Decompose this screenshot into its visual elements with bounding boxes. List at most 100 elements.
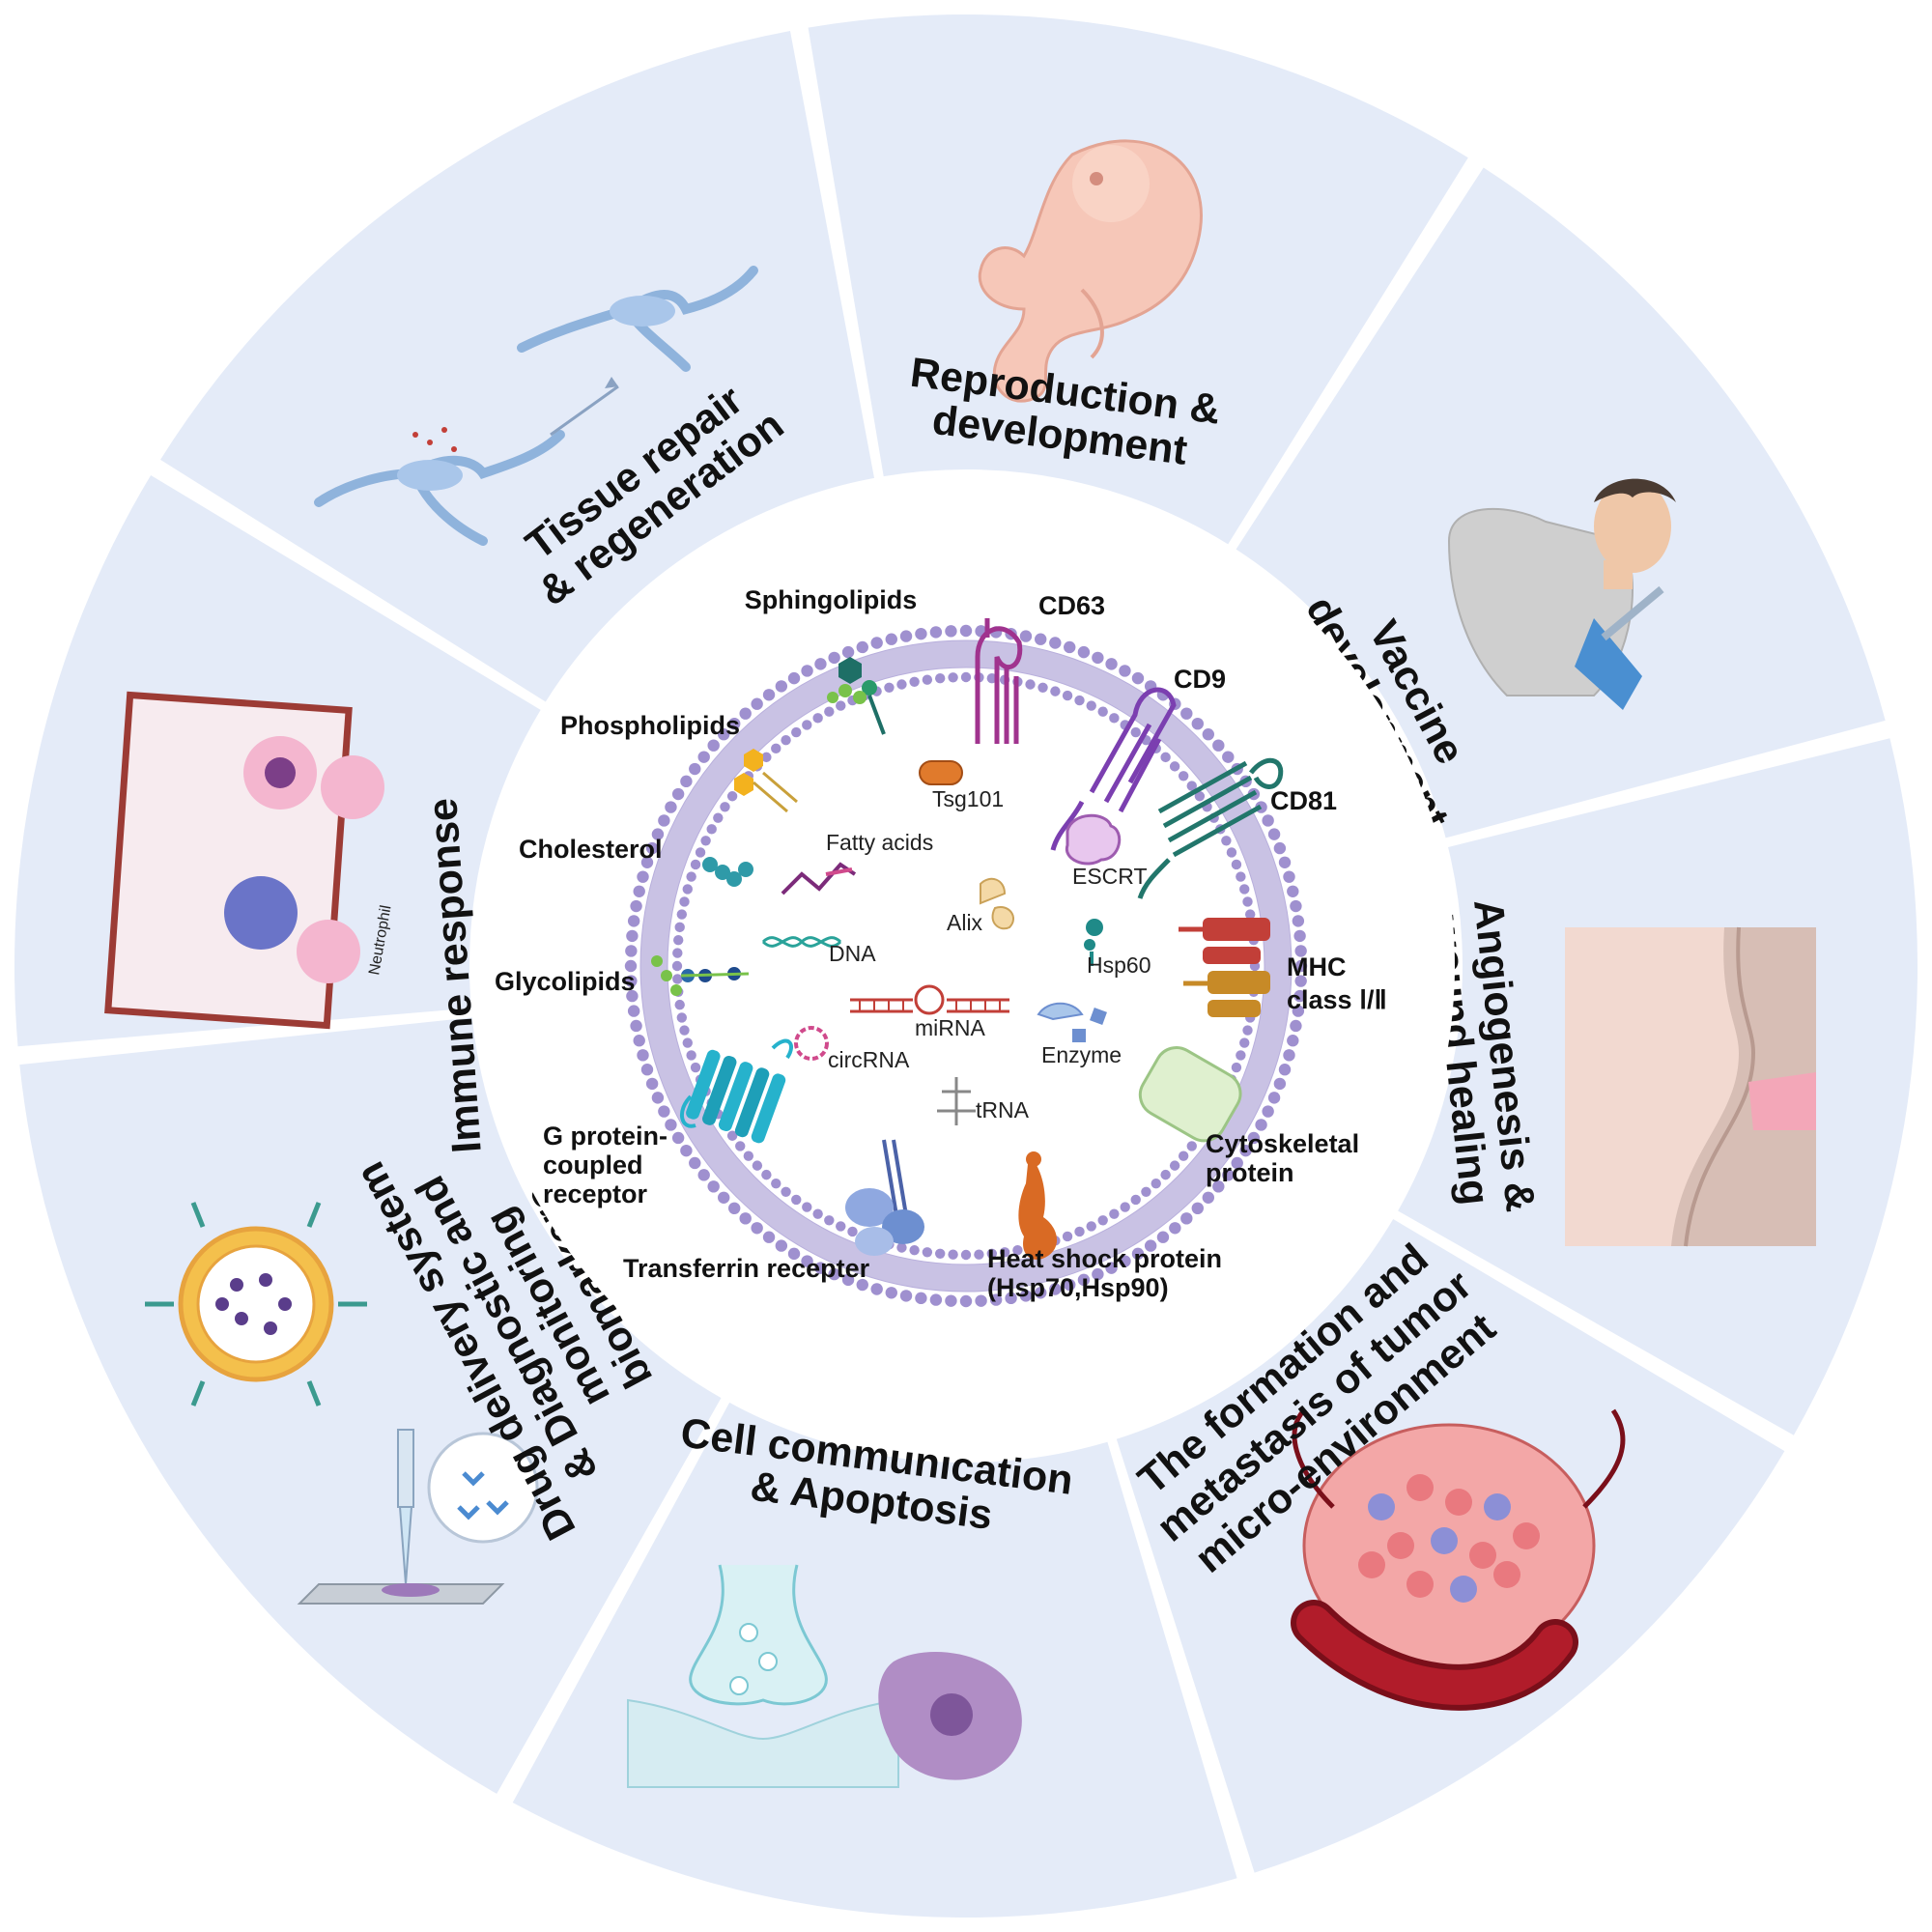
lipid-head [1178, 771, 1189, 781]
lipid-head [929, 626, 943, 639]
lipid-head [695, 847, 706, 858]
lipid-head [1267, 1092, 1281, 1104]
enzyme-icon [1037, 1002, 1107, 1042]
liposome-icon [145, 1202, 367, 1406]
gpcr-protein [680, 1038, 793, 1144]
tumor-cell [1406, 1474, 1434, 1501]
embryo-icon [978, 139, 1203, 403]
lipid-head [836, 700, 846, 711]
alix-icon [980, 877, 1014, 930]
lipid-head [812, 713, 823, 724]
lipid-head [814, 1262, 827, 1274]
tumor-cell [1484, 1493, 1511, 1520]
lipid-head [836, 1221, 846, 1232]
lipid-head [1169, 1160, 1180, 1171]
lipid-head [787, 671, 801, 685]
tumor-cell [1450, 1576, 1477, 1603]
escrt-icon [1065, 813, 1122, 866]
lipid-head [1019, 1290, 1033, 1302]
lipid-head [624, 959, 638, 973]
lipid-head [896, 1242, 907, 1253]
lipid-head [1109, 713, 1120, 724]
lipid-head [909, 1244, 920, 1256]
lipid-head [1294, 975, 1307, 987]
lipid-head [627, 915, 640, 927]
lipid-head [1049, 637, 1062, 649]
label-cytoskeletal: protein [1206, 1158, 1294, 1187]
lipid-head [847, 1226, 858, 1237]
lipid-head [814, 658, 827, 670]
label-enzyme: Enzyme [1041, 1042, 1122, 1067]
lipid-head [1292, 1005, 1305, 1017]
segment-cell-communication [512, 1402, 1237, 1918]
cd81-protein [1137, 757, 1284, 899]
lipid-head [1131, 671, 1145, 685]
lipid-head [726, 791, 738, 802]
lipid-head [679, 1025, 690, 1036]
label-cholesterol: Cholesterol [519, 835, 663, 864]
tumor-vessel-icon [1291, 1408, 1626, 1711]
label-circrna: circRNA [828, 1047, 910, 1072]
cholesterol-molecule [702, 857, 753, 887]
lipid-head [739, 707, 752, 720]
lipid-head [1293, 989, 1306, 1003]
lipid-head [1169, 1222, 1181, 1235]
lipid-head [999, 1247, 1010, 1258]
lipid-head [828, 1267, 840, 1281]
lipid-head [651, 828, 665, 840]
lipid-head [915, 627, 927, 640]
lipid-head [728, 1202, 741, 1215]
tumor-cell [1406, 1571, 1434, 1598]
lipid-head [1035, 1287, 1047, 1299]
lipid-head [945, 1294, 957, 1307]
lipid-head [1221, 836, 1232, 846]
lipid-head [899, 1290, 913, 1302]
lipid-head [781, 735, 791, 746]
lipid-head [645, 841, 659, 855]
lipid-head [658, 1105, 670, 1118]
cytoskeletal-protein [1138, 1046, 1242, 1143]
dna-icon [761, 936, 842, 948]
lipid-head [1290, 899, 1302, 913]
label-alix: Alix [947, 910, 983, 935]
lipid-head [922, 1247, 933, 1258]
lipid-head [728, 717, 741, 730]
lipid-head [682, 884, 693, 895]
lipid-head [671, 1131, 685, 1145]
lipid-head [1242, 1025, 1253, 1036]
lipid-head [686, 1050, 696, 1061]
lipid-head [1294, 945, 1307, 957]
lipid-head [627, 1005, 640, 1017]
tumor-cell [1445, 1489, 1472, 1516]
lipid-head [720, 802, 730, 812]
lipid-head [1273, 1077, 1287, 1091]
lipid-head [1141, 1186, 1151, 1197]
lipid-head [717, 728, 730, 741]
lipid-head [1064, 640, 1076, 654]
sphingolipid-molecule [827, 657, 886, 735]
lipid-head [1226, 847, 1237, 858]
lipid-head [787, 1247, 801, 1261]
label-gpcr: coupled [543, 1151, 643, 1179]
lipid-head [752, 1160, 763, 1171]
lipid-head [726, 1130, 738, 1141]
lipid-head [1144, 1239, 1157, 1252]
lipid-head [929, 1293, 943, 1306]
lipid-head [697, 751, 710, 763]
lipid-head [1255, 1119, 1267, 1131]
mirna-icon [850, 984, 1009, 1015]
lipid-head [1062, 690, 1073, 701]
lipid-head [791, 1194, 802, 1206]
lipid-head [1131, 1247, 1145, 1261]
lipid-head [812, 1208, 823, 1219]
lipid-head [1086, 700, 1096, 711]
label-mhc: MHC [1287, 952, 1347, 981]
segment-vaccine [1236, 167, 1886, 838]
lipid-head [625, 945, 638, 957]
label-mhc: class Ⅰ/Ⅱ [1287, 985, 1387, 1014]
lipid-head [682, 1037, 693, 1048]
lipid-head [762, 689, 776, 701]
lipid-head [1109, 1208, 1120, 1219]
